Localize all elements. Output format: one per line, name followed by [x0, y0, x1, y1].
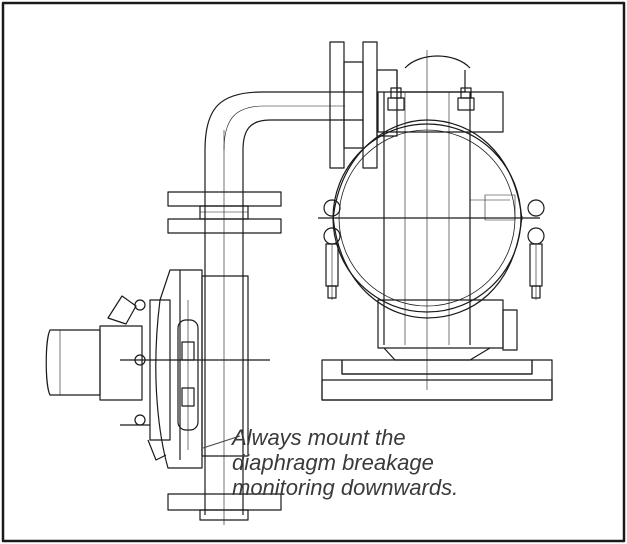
- pipe-flange-lower: [167, 493, 282, 521]
- annotation-line-1: Always mount the: [232, 425, 406, 450]
- pump-body: [318, 50, 540, 390]
- pump-inlet-flange: [329, 41, 398, 169]
- vertical-pipe: [204, 130, 244, 525]
- top-bolts: [387, 87, 475, 111]
- pipe-flange-upper: [167, 191, 282, 234]
- elbow-pipe: [204, 91, 345, 151]
- annotation-text: Always mount the diaphragm breakage moni…: [232, 425, 612, 500]
- annotation-line-3: monitoring downwards.: [232, 475, 459, 500]
- annotation-leader-line: [202, 435, 241, 449]
- left-clamp-bolt: [323, 199, 341, 300]
- pump-base: [321, 359, 553, 401]
- annotation-line-2: diaphragm breakage: [232, 450, 434, 475]
- diaphragm-monitoring-unit: [45, 269, 270, 469]
- right-clamp-bolt: [527, 199, 545, 300]
